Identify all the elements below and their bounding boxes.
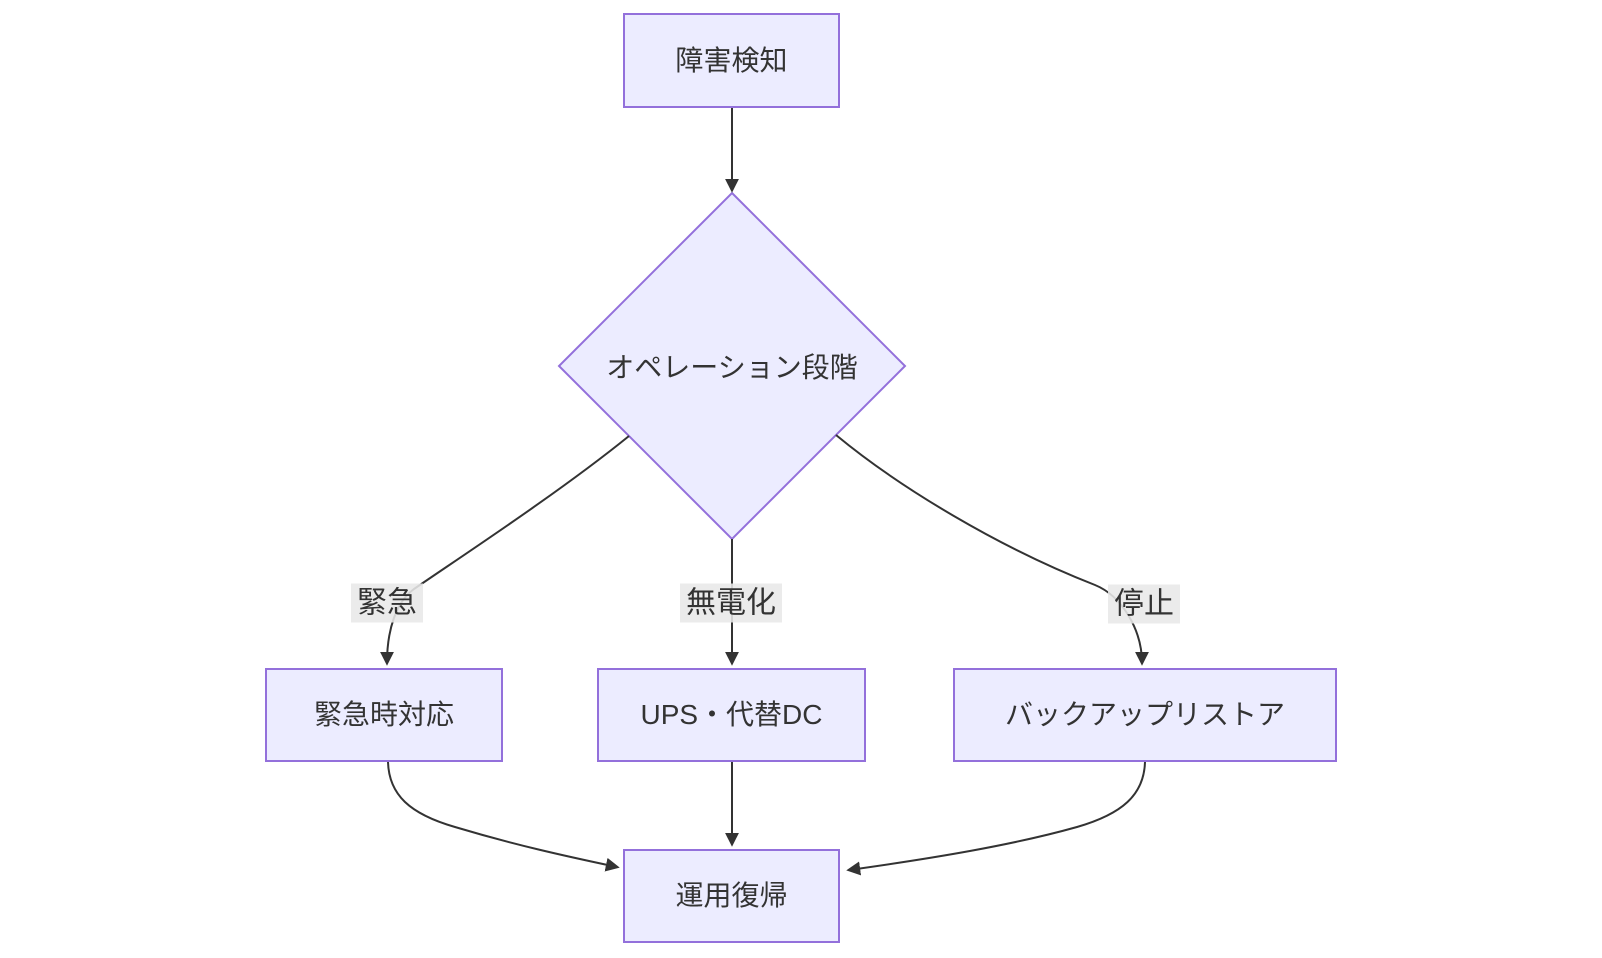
- edge-label-stop: 停止: [1108, 584, 1180, 624]
- edge-stage-to-backup: [835, 434, 1149, 666]
- node-fault-detection: 障害検知: [623, 13, 840, 108]
- node-return-to-operation: 運用復帰: [623, 849, 840, 943]
- node-operation-stage-label: オペレーション段階: [606, 352, 858, 383]
- edge-backup-to-return: [846, 761, 1146, 876]
- node-ups-alt-dc-label: UPS・代替DC: [640, 699, 823, 731]
- edge-label-emergency: 緊急: [351, 583, 423, 623]
- edge-label-no-power: 無電化: [680, 583, 782, 623]
- node-backup-restore-label: バックアップリストア: [1004, 699, 1285, 731]
- node-ups-alt-dc: UPS・代替DC: [597, 668, 866, 762]
- edge-emergency-to-return: [387, 761, 620, 872]
- edge-stage-to-emergency: [380, 435, 630, 666]
- node-fault-detection-label: 障害検知: [675, 44, 788, 76]
- node-emergency-response: 緊急時対応: [265, 668, 503, 762]
- node-return-to-operation-label: 運用復帰: [675, 880, 788, 912]
- node-emergency-response-label: 緊急時対応: [313, 699, 454, 731]
- node-backup-restore: バックアップリストア: [953, 668, 1337, 762]
